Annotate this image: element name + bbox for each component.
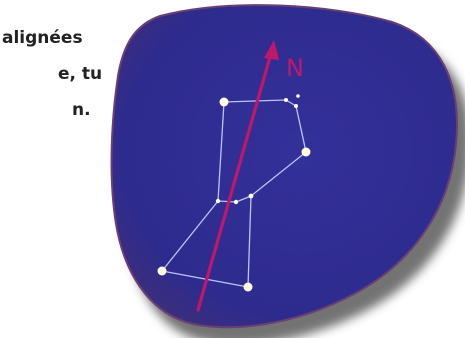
- star-icon: [284, 98, 288, 102]
- star-icon: [234, 200, 238, 204]
- star-icon: [249, 194, 254, 199]
- star-icon: [158, 267, 167, 276]
- caption-line: e, tu: [58, 62, 102, 87]
- star-icon: [294, 104, 298, 108]
- north-label: N: [286, 54, 304, 82]
- star-icon: [244, 283, 253, 292]
- caption-line: n.: [72, 98, 91, 123]
- star-icon: [220, 98, 229, 107]
- star-icon: [302, 148, 311, 157]
- caption-line: alignées: [2, 26, 83, 51]
- star-icon: [216, 199, 220, 203]
- star-icon: [296, 94, 300, 98]
